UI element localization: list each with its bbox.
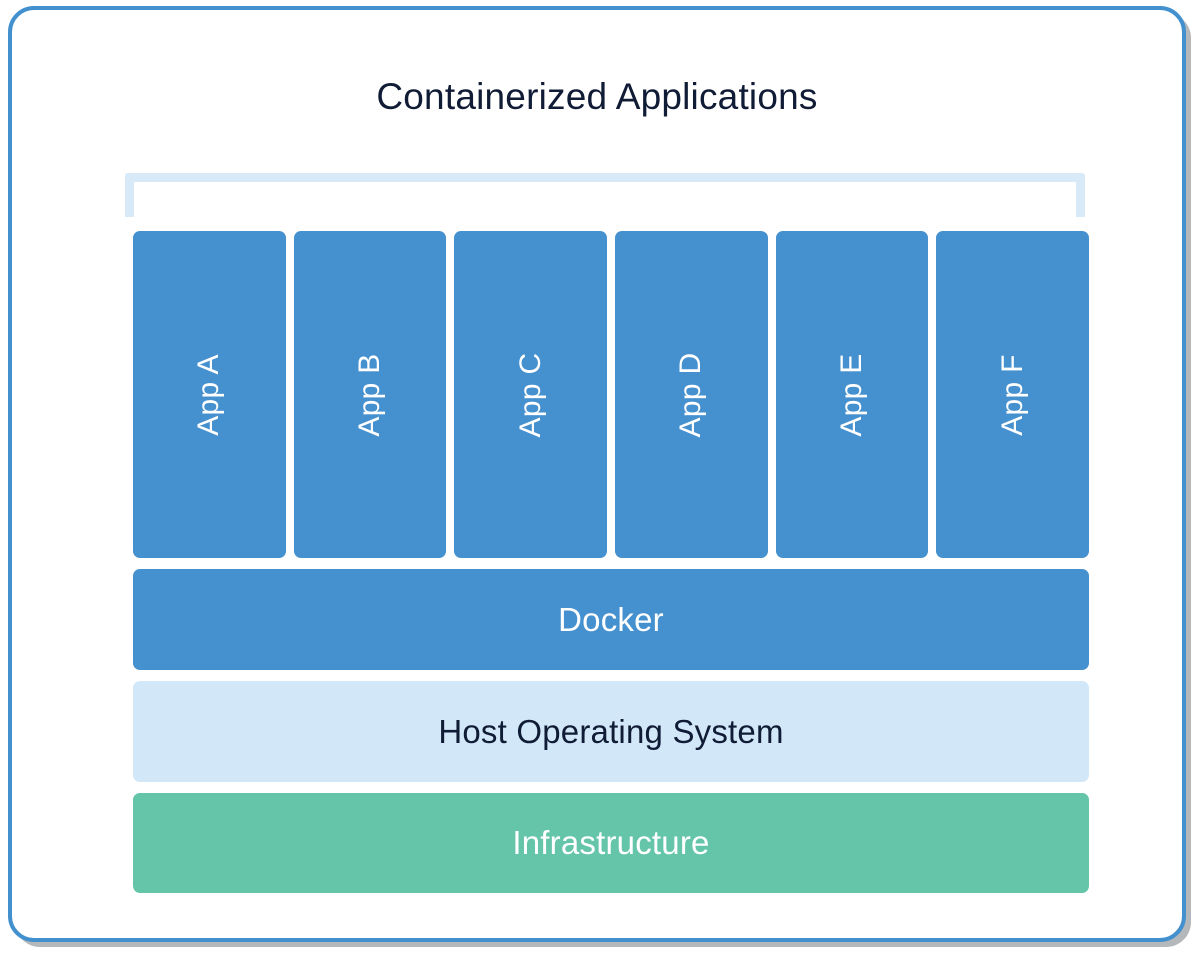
- layer-label: Infrastructure: [512, 824, 710, 861]
- app-box-label: App E: [835, 352, 869, 437]
- diagram-frame: Containerized Applications App A App B A…: [8, 6, 1186, 942]
- app-box-label: App C: [513, 352, 547, 437]
- app-box-b[interactable]: App B: [293, 231, 447, 558]
- layer-host-operating-system[interactable]: Host Operating System: [133, 681, 1089, 782]
- layer-label: Host Operating System: [438, 712, 784, 750]
- app-box-f[interactable]: App F: [936, 231, 1090, 558]
- architecture-stack: App A App B App C App D App E App F Dock…: [133, 231, 1090, 893]
- application-row: App A App B App C App D App E App F: [133, 231, 1090, 558]
- page-title: Containerized Applications: [376, 76, 818, 117]
- app-box-a[interactable]: App A: [133, 231, 286, 558]
- layer-docker[interactable]: Docker: [133, 569, 1089, 670]
- app-box-e[interactable]: App E: [775, 231, 929, 558]
- layer-label: Docker: [558, 600, 664, 638]
- app-box-label: App A: [192, 353, 226, 436]
- app-box-label: App F: [995, 353, 1029, 436]
- app-box-label: App D: [674, 352, 708, 437]
- layer-infrastructure[interactable]: Infrastructure: [133, 793, 1089, 893]
- app-box-label: App B: [353, 352, 386, 437]
- containerized-apps-bracket: [125, 173, 1085, 217]
- app-box-c[interactable]: App C: [454, 231, 608, 558]
- app-box-d[interactable]: App D: [615, 231, 768, 558]
